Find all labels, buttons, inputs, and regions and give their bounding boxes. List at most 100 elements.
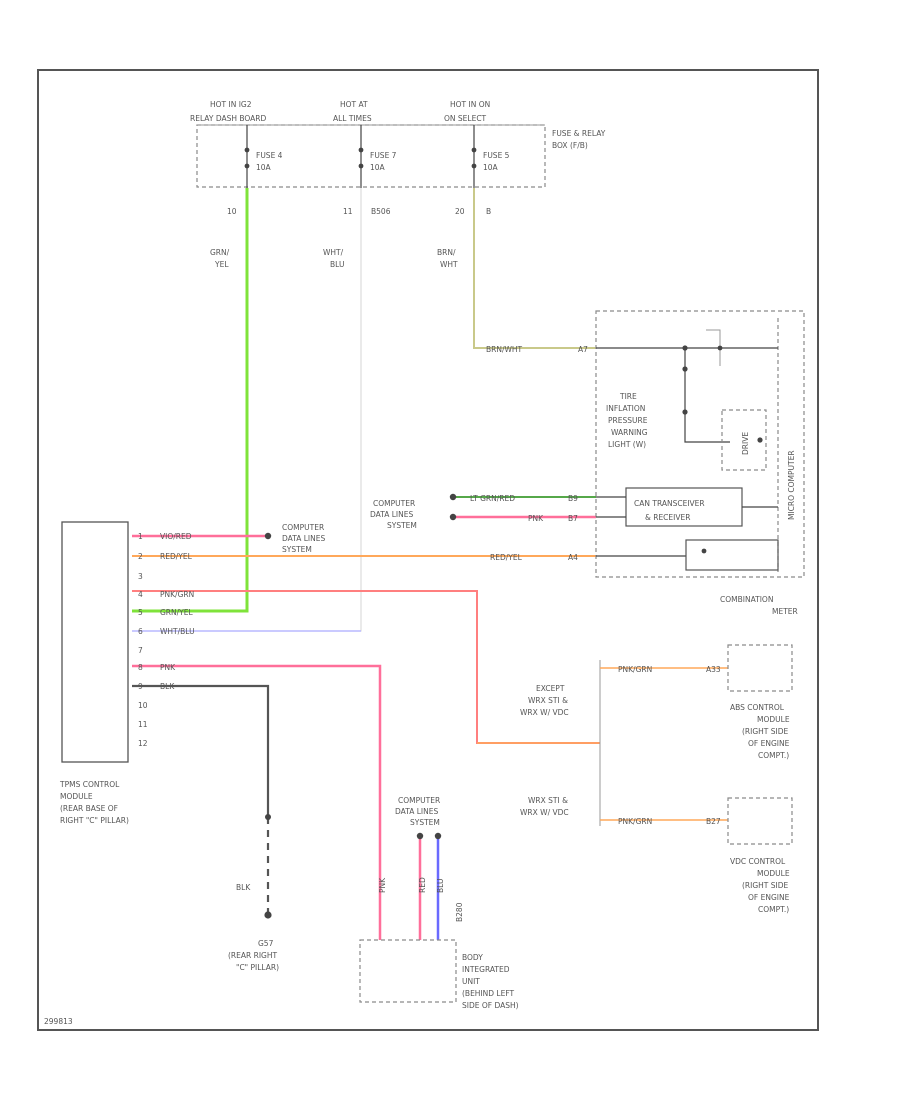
wrx-label-1: WRX STI & [528, 796, 568, 805]
fuse-pin-note-b506: B506 [371, 207, 391, 216]
vdc-label-2: MODULE [757, 869, 790, 878]
meter-drive-label: DRIVE [741, 432, 750, 455]
wire-label-wht-blu-1: WHT/ [323, 248, 344, 257]
biu-label-3: UNIT [462, 977, 480, 986]
relay-sub-2: ALL TIMES [333, 114, 372, 123]
tpms-wire-grn-yel: GRN/YEL [160, 608, 193, 617]
relay-sub-1: RELAY DASH BOARD [190, 114, 266, 123]
fuse-pin-note-b: B [486, 207, 491, 216]
fuse-pin-20: 20 [455, 207, 465, 216]
tpms-pin-1: 1 [138, 532, 143, 541]
fuse-4-node-bottom [244, 163, 250, 169]
tpms-pin-8: 8 [138, 663, 143, 672]
biu-label-5: SIDE OF DASH) [462, 1001, 519, 1010]
cdl-lower-line-2: DATA LINES [395, 807, 438, 816]
vdc-label-4: OF ENGINE [748, 893, 790, 902]
biu-wire-pnk: PNK [378, 877, 387, 893]
tpms-wire-red-yel: RED/YEL [160, 552, 193, 561]
wire-brn-wht [473, 188, 596, 349]
meter-pin-a7: A7 [578, 345, 588, 354]
meter-switch [706, 329, 721, 366]
warning-light-3: PRESSURE [608, 416, 648, 425]
fuse-7-name: FUSE 7 [370, 151, 397, 160]
fuse-box-outline [196, 124, 546, 188]
node-pnk-meter [449, 513, 457, 521]
meter-lower-node [701, 548, 707, 554]
fuse-5-rating: 10A [483, 163, 499, 172]
biu-pin-note: B280 [455, 902, 464, 922]
tpms-label-1: TPMS CONTROL [59, 780, 120, 789]
wire-label-brn-wht-h: BRN/WHT [486, 345, 523, 354]
wire-label-blk: BLK [236, 883, 251, 892]
tpms-label-4: RIGHT "C" PILLAR) [60, 816, 129, 825]
meter-label-1: COMBINATION [720, 595, 773, 604]
node-lt-grn-red [449, 493, 457, 501]
abs-pin-a33: A33 [706, 665, 721, 674]
wire-blk [132, 684, 270, 817]
tpms-pin-7: 7 [138, 646, 143, 655]
biu-wire-red: RED [418, 877, 427, 893]
tpms-pin-5: 5 [138, 608, 143, 617]
abs-label-5: COMPT.) [758, 751, 789, 760]
relay-label-2: HOT AT [340, 100, 368, 109]
tpms-wire-pnk-grn: PNK/GRN [160, 590, 194, 599]
meter-pin-a4: A4 [568, 553, 578, 562]
tpms-label-3: (REAR BASE OF [60, 804, 118, 813]
meter-node-1 [682, 345, 688, 351]
body-integrated-unit: BODY INTEGRATED UNIT (BEHIND LEFT SIDE O… [359, 939, 519, 1010]
meter-label-2: METER [772, 607, 798, 616]
tpms-control-module: 1 2 3 4 5 6 7 8 9 10 11 12 VIO/RED RED/Y… [59, 521, 195, 825]
vdc-label-3: (RIGHT SIDE [742, 881, 789, 890]
tpms-wire-blk: BLK [160, 682, 175, 691]
tpms-pin-4: 4 [138, 590, 143, 599]
biu-wire-blu: BLU [436, 879, 445, 893]
tpms-wire-wht-blu: WHT/BLU [160, 627, 195, 636]
can-box-line-2: & RECEIVER [645, 513, 690, 522]
ground-label-2: (REAR RIGHT [228, 951, 277, 960]
cdl-upper-line-3: SYSTEM [282, 545, 312, 554]
meter-switch-node [717, 345, 723, 351]
combination-meter: MICRO COMPUTER DRIVE TIRE INFLATION PRES… [595, 310, 805, 616]
lower-data-lines: COMPUTER DATA LINES SYSTEM PNK RED BLU B… [378, 796, 464, 940]
tpms-pin-10: 10 [138, 701, 148, 710]
wire-label-brn-wht-1: BRN/ [437, 248, 456, 257]
branch-wire-label-lower: PNK/GRN [618, 817, 652, 826]
cdl-lower-line-1: COMPUTER [398, 796, 440, 805]
node-blu-biu [434, 832, 442, 840]
meter-outline [595, 310, 805, 578]
tpms-module-box [61, 521, 129, 763]
wrx-label-2: WRX W/ VDC [520, 808, 569, 817]
wire-label-pnk-meter: PNK [528, 514, 544, 523]
tpms-label-2: MODULE [60, 792, 93, 801]
fuse-4-node-top [244, 147, 250, 153]
node-blk-upper [265, 814, 271, 820]
cdl-mid-line-1: COMPUTER [373, 499, 415, 508]
vdc-control-module: VDC CONTROL MODULE (RIGHT SIDE OF ENGINE… [727, 797, 793, 914]
warning-light-2: INFLATION [606, 404, 645, 413]
biu-box [359, 939, 457, 1003]
biu-label-4: (BEHIND LEFT [462, 989, 515, 998]
footer-code: 299813 [44, 1017, 73, 1026]
ground-label-1: G57 [258, 939, 274, 948]
fuse-5-node-bottom [471, 163, 477, 169]
wire-pnk-biu [132, 664, 382, 940]
cdl-upper-line-2: DATA LINES [282, 534, 325, 543]
wire-label-grn-yel-1: GRN/ [210, 248, 230, 257]
meter-lower-box [685, 539, 779, 571]
wire-label-wht-blu-2: BLU [330, 260, 344, 269]
tpms-pin-9: 9 [138, 682, 143, 691]
tpms-pin-12: 12 [138, 739, 148, 748]
fuse-7-rating: 10A [370, 163, 386, 172]
fuse-pin-10: 10 [227, 207, 237, 216]
meter-node-3 [682, 409, 688, 415]
relay-label-3: HOT IN ON [450, 100, 490, 109]
meter-pin-b9: B9 [568, 494, 578, 503]
node-vio-red [264, 532, 272, 540]
node-blk-ground [264, 911, 272, 919]
ground-label-3: "C" PILLAR) [236, 963, 279, 972]
vdc-label-1: VDC CONTROL [730, 857, 786, 866]
abs-label-4: OF ENGINE [748, 739, 790, 748]
branch-wire-label-upper: PNK/GRN [618, 665, 652, 674]
fuse-box-label-1: FUSE & RELAY [552, 129, 606, 138]
node-red-biu [416, 832, 424, 840]
